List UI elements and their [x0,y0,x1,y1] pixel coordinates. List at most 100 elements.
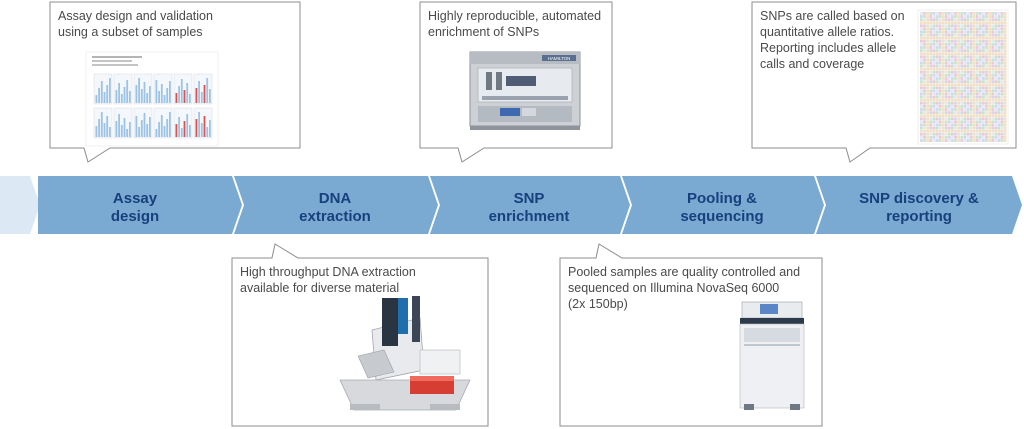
heatmap-cell [963,70,967,74]
heatmap-cell [969,123,973,127]
heatmap-cell [991,52,995,56]
heatmap-cell [994,74,998,77]
heatmap-cell [982,117,985,121]
thumbnail-bar [100,81,103,103]
heatmap-cell [938,120,942,124]
heatmap-cell [957,105,960,108]
heatmap-cell [966,58,970,62]
thumbnail-bar [175,93,178,103]
heatmap-cell [920,67,923,71]
heatmap-cell [991,36,995,40]
heatmap-cell [954,139,957,142]
heatmap-cell [963,114,967,118]
heatmap-cell [920,15,923,18]
heatmap-cell [951,64,954,68]
thumbnail-bar [143,82,146,103]
heatmap-cell [941,77,945,80]
heatmap-cell [957,126,960,130]
heatmap-cell [966,27,970,31]
heatmap-cell [935,64,939,68]
heatmap-cell [966,98,970,102]
heatmap-cell [1003,46,1007,49]
heatmap-cell [963,83,967,87]
heatmap-cell [969,61,973,65]
heatmap-cell [985,58,988,62]
heatmap-cell [954,43,957,46]
heatmap-cell [1003,114,1007,118]
heatmap-cell [969,77,973,80]
heatmap-cell [941,98,945,102]
heatmap-cell [920,101,923,105]
heatmap-cell [997,77,1001,80]
heatmap-cell [957,49,960,52]
heatmap-cell [951,74,954,77]
heatmap-cell [954,83,957,87]
heatmap-cell [923,58,926,62]
heatmap-cell [1003,24,1007,28]
heatmap-cell [960,39,964,43]
thumbnail-bar [98,119,100,137]
heatmap-cell [988,132,991,136]
heatmap-cell [929,111,933,114]
heatmap-cell [963,30,967,34]
heatmap-cell [920,49,923,52]
heatmap-cell [929,117,933,121]
heatmap-cell [923,52,926,56]
heatmap-cell [960,61,964,65]
heatmap-cell [969,49,973,52]
heatmap-cell [938,136,942,139]
heatmap-cell [926,114,929,118]
heatmap-cell [929,108,933,111]
heatmap-cell [929,77,933,80]
heatmap-cell [929,46,933,49]
thumbnail-bar [138,127,140,137]
heatmap-cell [929,98,933,102]
heatmap-cell [960,101,964,105]
heatmap-cell [969,95,973,99]
heatmap-cell [941,123,945,127]
heatmap-cell [963,129,967,133]
heatmap-cell [951,89,954,93]
heatmap-cell [960,70,964,74]
heatmap-cell [935,86,939,90]
heatmap-cell [935,27,939,31]
heatmap-cell [997,83,1001,87]
heatmap-cell [1000,108,1004,111]
heatmap-cell [932,36,936,40]
thumbnail-bar [109,78,111,103]
heatmap-cell [991,43,995,46]
heatmap-cell [947,101,951,105]
heatmap-cell [988,21,991,25]
heatmap-cell [978,117,982,121]
heatmap-cell [988,64,991,68]
heatmap-cell [994,98,998,102]
heatmap-cell [920,105,923,108]
heatmap-cell [963,43,967,46]
heatmap-cell [923,89,926,93]
thumbnail-bar [106,116,109,137]
heatmap-cell [994,52,998,56]
heatmap-cell [997,117,1001,121]
heatmap-cell [932,83,936,87]
heatmap-cell [960,24,964,28]
heatmap-cell [982,111,985,114]
heatmap-cell [941,136,945,139]
heatmap-cell [923,12,926,15]
heatmap-cell [941,61,945,65]
heatmap-cell [957,139,960,142]
chevron-pooling-sequencing [622,176,824,234]
heatmap-cell [954,49,957,52]
heatmap-cell [972,64,976,68]
heatmap-cell [991,55,995,59]
heatmap-cell [985,24,988,28]
heatmap-cell [935,92,939,96]
heatmap-cell [997,18,1001,21]
heatmap-cell [938,12,942,15]
heatmap-cell [954,46,957,49]
heatmap-cell [932,33,936,37]
heatmap-cell [951,43,954,46]
heatmap-cell [975,139,979,142]
heatmap-cell [997,58,1001,62]
heatmap-cell [1003,74,1007,77]
heatmap-cell [960,67,964,71]
